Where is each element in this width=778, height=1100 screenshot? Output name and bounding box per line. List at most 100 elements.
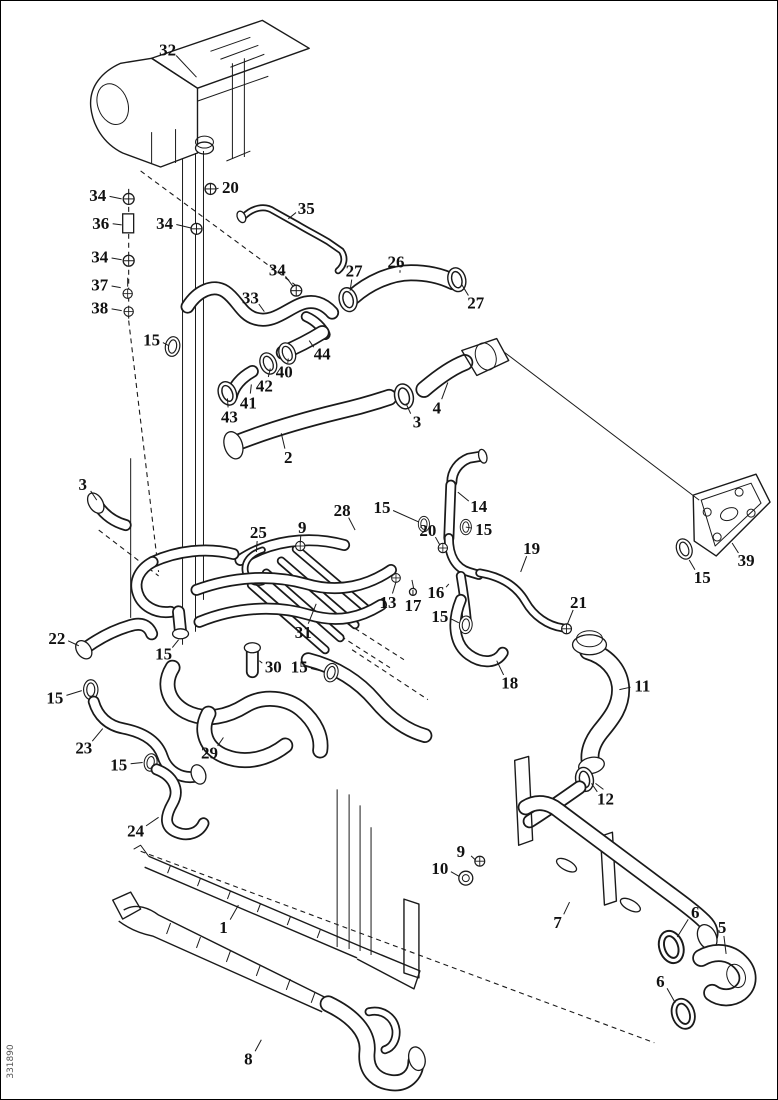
upper-hoses-drawing [163,264,470,409]
callout-leader-4 [441,382,449,400]
callout-number-15: 15 [46,689,63,708]
callout-leader-36 [112,223,122,226]
callout-leader-39 [731,542,739,554]
callout-leader-21 [567,609,574,624]
callout-leader-34 [285,275,294,287]
callout-number-23: 23 [75,738,92,757]
callout-number-24: 24 [127,821,144,840]
callout-number-27: 27 [467,294,484,313]
radiator-hose-2-drawing [223,337,510,460]
callout-number-2: 2 [284,448,292,467]
callout-number-36: 36 [92,214,109,233]
callout-number-15: 15 [431,607,448,626]
callout-number-34: 34 [156,214,173,233]
callout-leader-11 [619,686,631,691]
figure-code: 331890 [6,1044,16,1079]
expansion-tank-drawing [90,19,310,168]
callout-leader-9 [470,855,477,861]
callout-leader-27 [349,279,353,291]
callout-number-15: 15 [475,520,492,539]
callout-leader-38 [111,308,122,312]
callout-number-15: 15 [155,645,172,664]
callout-number-11: 11 [634,677,650,696]
callout-number-26: 26 [388,253,405,272]
callout-leader-13 [391,581,397,594]
callout-number-20: 20 [419,521,436,540]
callout-number-28: 28 [334,501,351,520]
callout-leader-34 [176,224,191,229]
callout-number-34: 34 [89,186,106,205]
hose-11-drawing [522,630,631,829]
crossmember-1-drawing [133,844,421,990]
callout-number-6: 6 [691,903,699,922]
callout-number-15: 15 [110,755,127,774]
callout-number-4: 4 [433,398,442,417]
callout-number-39: 39 [738,551,755,570]
callout-leader-15 [171,639,179,648]
callout-number-13: 13 [380,593,397,612]
callout-number-14: 14 [470,497,487,516]
callout-number-3: 3 [413,412,421,431]
callout-leader-8 [254,1039,262,1052]
callout-number-21: 21 [570,593,587,612]
callout-leader-33 [258,303,265,312]
callout-number-17: 17 [404,596,421,615]
callout-number-22: 22 [48,629,65,648]
callout-number-34: 34 [91,248,108,267]
callout-number-16: 16 [427,583,444,602]
callout-number-15: 15 [291,658,308,677]
callout-number-15: 15 [694,568,711,587]
callout-leader-2 [280,433,286,449]
callout-leader-10 [450,871,460,877]
callout-number-30: 30 [265,658,282,677]
callout-number-15: 15 [374,498,391,517]
callout-number-25: 25 [250,523,267,542]
callout-leader-15 [162,342,169,346]
callout-leader-5 [723,935,727,955]
callout-number-27: 27 [346,262,363,281]
callout-leader-3 [90,490,98,501]
callout-number-8: 8 [244,1050,252,1069]
callout-leader-3 [405,403,412,414]
callout-leader-20 [216,187,219,190]
manifold-cluster-drawing [130,534,397,655]
callout-leader-15 [66,690,82,696]
callout-number-9: 9 [457,842,465,861]
bleed-pipe-drawing [236,204,348,275]
callout-number-5: 5 [718,918,726,937]
callout-leader-32 [175,55,197,78]
callout-number-37: 37 [91,276,108,295]
callout-number-10: 10 [431,859,448,878]
callout-number-41: 41 [240,393,257,412]
callout-leader-20 [434,536,441,546]
callout-leader-34 [111,257,122,261]
callout-leader-31 [307,603,317,624]
callout-leader-15 [392,510,420,523]
callout-leader-34 [109,195,122,200]
callout-number-12: 12 [597,789,614,808]
callout-leader-41 [249,384,252,394]
callout-leader-30 [259,660,263,664]
callout-number-44: 44 [314,344,331,363]
callout-number-31: 31 [295,623,312,642]
callout-leader-15 [465,526,472,529]
callout-leader-9 [299,535,302,544]
callout-number-20: 20 [222,178,239,197]
callout-number-40: 40 [276,362,293,381]
callout-number-15: 15 [143,331,160,350]
callout-number-32: 32 [159,40,176,59]
callout-number-9: 9 [298,518,306,537]
callout-number-18: 18 [501,674,518,693]
callout-number-43: 43 [221,407,238,426]
callout-leader-23 [91,728,104,742]
callout-leader-28 [348,517,356,531]
callout-leader-37 [111,285,121,289]
callout-number-38: 38 [91,299,108,318]
shield-8-drawing [112,891,426,1092]
callout-leader-22 [67,640,80,647]
callout-leader-14 [457,491,470,502]
callout-number-33: 33 [242,289,259,308]
flange-39-drawing [672,473,771,563]
